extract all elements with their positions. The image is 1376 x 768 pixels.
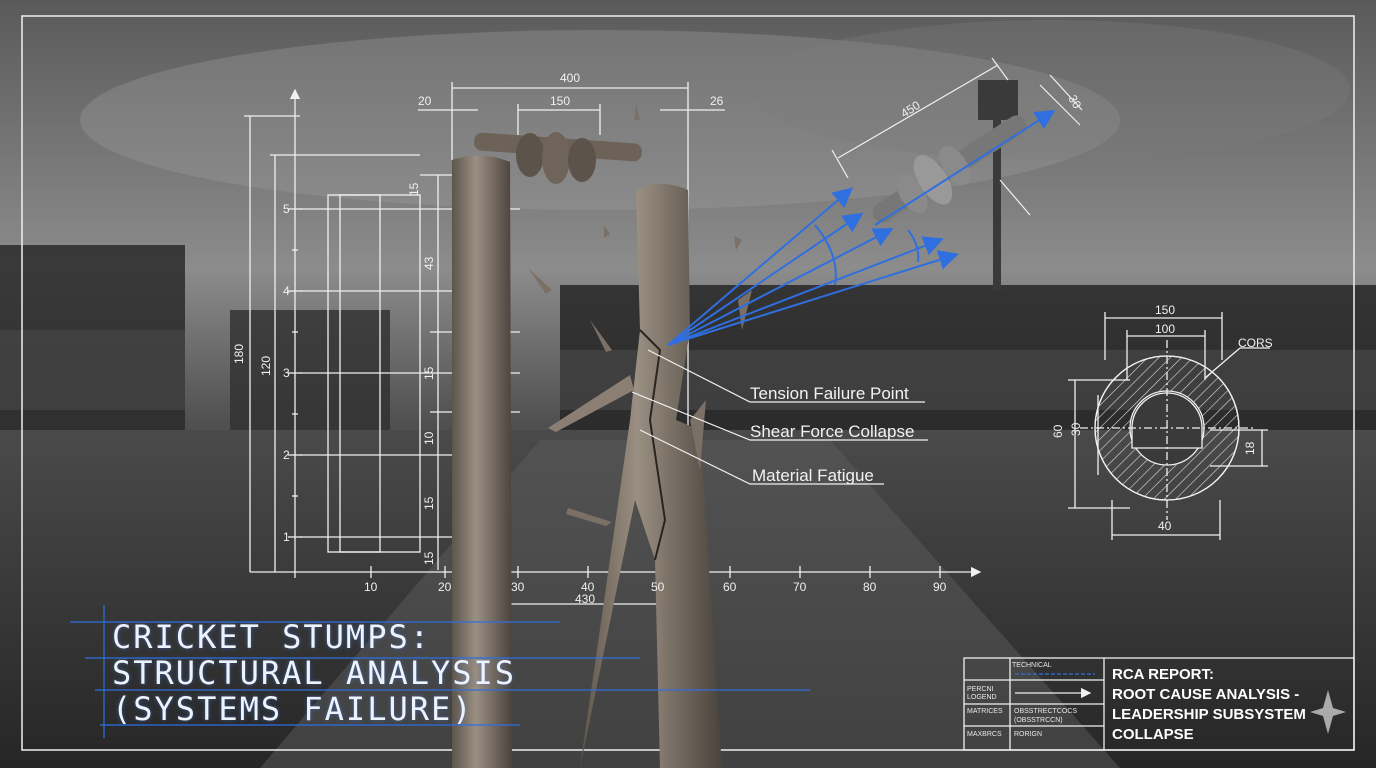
dim-v10: 10 [422, 431, 436, 445]
dim-left-inner: 120 [259, 356, 273, 376]
dim-bottom-span: 430 [575, 592, 595, 606]
sparkle-icon [1310, 690, 1346, 734]
dim-sec-label: CORS [1238, 336, 1273, 350]
x-tick-90: 90 [933, 580, 947, 594]
dim-left-outer: 180 [232, 344, 246, 364]
x-tick-80: 80 [863, 580, 877, 594]
dim-sec-150: 150 [1155, 303, 1175, 317]
cross-section [1068, 312, 1270, 540]
report-line-1: RCA REPORT: [1112, 666, 1214, 683]
y-tick-1: 1 [283, 530, 290, 544]
dim-v43: 43 [422, 256, 436, 270]
tb-materials: MATRICES [967, 708, 1003, 715]
dim-sec-30: 30 [1069, 422, 1083, 436]
dim-v15b: 15 [422, 366, 436, 380]
x-tick-10: 10 [364, 580, 378, 594]
tb-legend-2: LOGEND [967, 694, 997, 701]
title-line-1: CRICKET STUMPS: [112, 618, 431, 656]
flying-bail [831, 57, 1083, 226]
dim-top-mid: 150 [550, 94, 570, 108]
title-line-2: STRUCTURAL ANALYSIS [112, 654, 517, 692]
x-tick-50: 50 [651, 580, 665, 594]
x-tick-40: 40 [581, 580, 595, 594]
annotation-shear: Shear Force Collapse [750, 422, 915, 441]
dim-v15c: 15 [422, 496, 436, 510]
tb-version: MAXBRCS [967, 731, 1002, 738]
tb-spec-2: (OBSSTRCCN) [1014, 717, 1063, 724]
dim-bail-dia: 30 [1065, 93, 1084, 112]
x-tick-30: 30 [511, 580, 525, 594]
dim-top-right: 26 [710, 94, 724, 108]
x-tick-60: 60 [723, 580, 737, 594]
report-line-4: COLLAPSE [1112, 726, 1194, 743]
tb-technical: TECHNICAL [1012, 662, 1052, 669]
title-line-3: (SYSTEMS FAILURE) [112, 690, 474, 728]
x-tick-20: 20 [438, 580, 452, 594]
dim-sec-100: 100 [1155, 322, 1175, 336]
annotation-tension: Tension Failure Point [750, 384, 909, 403]
y-tick-5: 5 [283, 202, 290, 216]
dim-v15d: 15 [422, 551, 436, 565]
y-tick-4: 4 [283, 284, 290, 298]
tb-legend-1: PERCNI [967, 686, 994, 693]
y-tick-3: 3 [283, 366, 290, 380]
tb-specs: OBSSTRECTCOCS [1014, 708, 1078, 715]
x-tick-70: 70 [793, 580, 807, 594]
report-line-2: ROOT CAUSE ANALYSIS - [1112, 686, 1300, 703]
dim-v15a: 15 [407, 182, 421, 196]
dim-sec-60: 60 [1051, 424, 1065, 438]
report-line-3: LEADERSHIP SUBSYSTEM [1112, 706, 1306, 723]
dim-sec-18: 18 [1243, 441, 1257, 455]
annotation-fatigue: Material Fatigue [752, 466, 874, 485]
dim-sec-40: 40 [1158, 519, 1172, 533]
tb-revision: RORIGN [1014, 731, 1042, 738]
dim-top-left: 20 [418, 94, 432, 108]
y-tick-2: 2 [283, 448, 290, 462]
dim-top-total: 400 [560, 71, 580, 85]
